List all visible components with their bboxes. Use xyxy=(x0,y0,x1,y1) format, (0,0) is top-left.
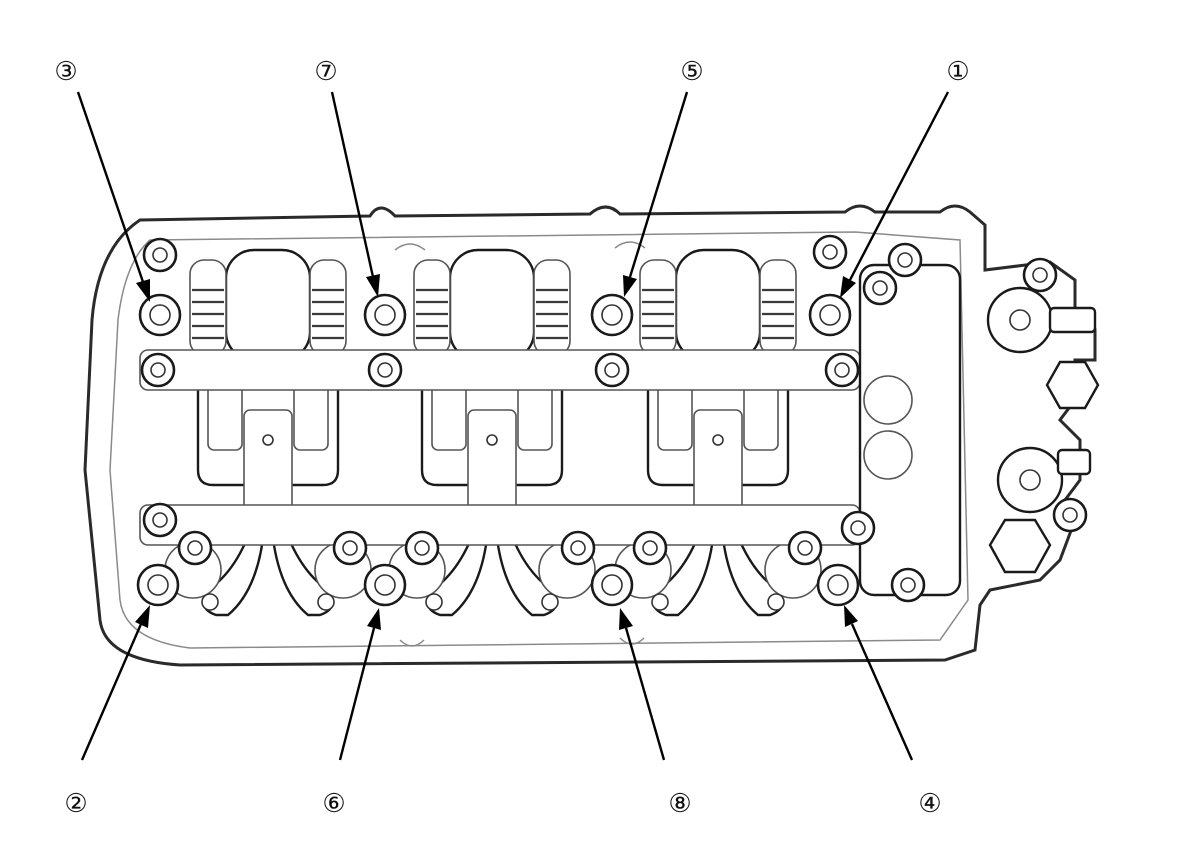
head-bolt-2 xyxy=(136,563,180,607)
rocker-bolt xyxy=(840,510,876,546)
rocker-bolt xyxy=(824,352,860,388)
callout-2: ② xyxy=(64,789,87,819)
leader-6 xyxy=(338,608,381,761)
callout-2-label: ② xyxy=(64,789,87,819)
rocker-bolt xyxy=(140,352,176,388)
head-bolt-4 xyxy=(816,563,860,607)
leader-4 xyxy=(844,605,914,761)
rocker-bolt xyxy=(142,502,178,538)
rocker-bolt xyxy=(367,352,403,388)
head-bolt-5 xyxy=(590,293,634,337)
cover-port-lower xyxy=(863,430,913,480)
actuator-upper-center xyxy=(1009,309,1031,331)
callout-4: ④ xyxy=(918,789,941,819)
actuator-upper-connector xyxy=(1048,306,1097,334)
rocker-bolt xyxy=(177,530,213,566)
timing-cover xyxy=(858,263,962,597)
lower-rail xyxy=(139,504,861,546)
callout-7-label: ⑦ xyxy=(314,57,337,87)
callout-4-label: ④ xyxy=(918,789,941,819)
actuator-lower-connector xyxy=(1056,448,1092,476)
rocker-bolt xyxy=(332,530,368,566)
rocker-bolt xyxy=(560,530,596,566)
head-bolt-6 xyxy=(363,563,407,607)
actuator-lower-center xyxy=(1019,469,1041,491)
callout-5-label: ⑤ xyxy=(680,57,703,87)
small-bolt-e xyxy=(890,567,926,603)
callout-7: ⑦ xyxy=(314,57,337,87)
small-bolt-c xyxy=(887,242,923,278)
leader-5 xyxy=(623,91,689,297)
head-bolt-8 xyxy=(590,563,634,607)
leader-3 xyxy=(76,91,150,302)
leader-2 xyxy=(80,605,150,761)
gasket-line-2 xyxy=(394,241,646,647)
dowel-top-left xyxy=(142,237,178,273)
callout-1: ① xyxy=(946,57,969,87)
callout-1-label: ① xyxy=(946,57,969,87)
rocker-bolt xyxy=(594,352,630,388)
small-bolt-b xyxy=(1052,497,1088,533)
rocker-bolt xyxy=(787,530,823,566)
hex-nut-upper xyxy=(1045,360,1100,410)
small-bolt-d xyxy=(862,270,898,306)
leader-7 xyxy=(330,91,380,297)
rocker-bolt xyxy=(632,530,668,566)
head-bolt-7 xyxy=(363,293,407,337)
callout-5: ⑤ xyxy=(680,57,703,87)
callout-6-label: ⑥ xyxy=(322,789,345,819)
callout-6: ⑥ xyxy=(322,789,345,819)
cover-port-upper xyxy=(863,375,913,425)
callout-8: ⑧ xyxy=(668,789,691,819)
callout-8-label: ⑧ xyxy=(668,789,691,819)
leader-8 xyxy=(619,608,666,761)
rocker-bolt xyxy=(404,530,440,566)
small-bolt-a xyxy=(1022,257,1058,293)
leader-1 xyxy=(840,91,950,298)
callout-3: ③ xyxy=(54,57,77,87)
hex-nut-lower xyxy=(988,518,1052,574)
head-bolt-3 xyxy=(138,293,182,337)
rocker-shaft xyxy=(139,349,861,391)
dowel-top-right xyxy=(812,234,848,270)
gasket-line xyxy=(109,231,969,649)
callout-3-label: ③ xyxy=(54,57,77,87)
head-bolt-1 xyxy=(808,293,852,337)
